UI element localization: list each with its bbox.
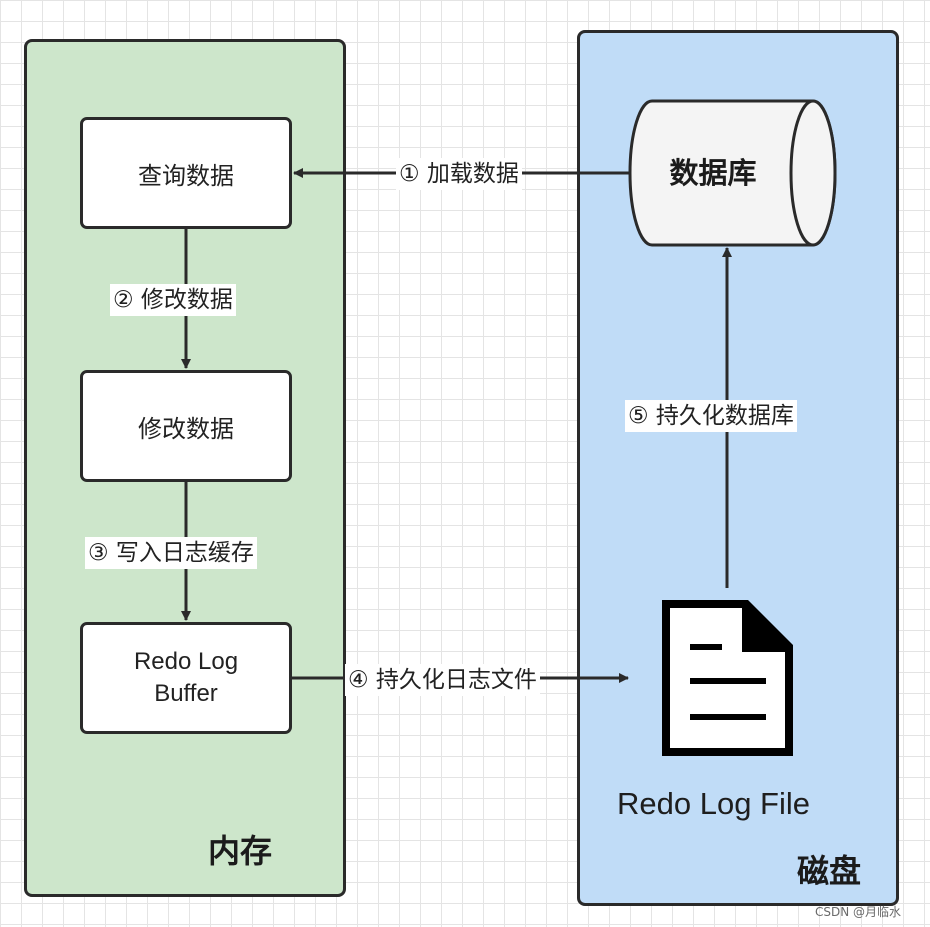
query-data-box: 查询数据 (80, 117, 292, 229)
document-icon (662, 600, 793, 756)
redo-log-buffer-label-line1: Redo Log (133, 648, 239, 675)
step-modify-label: ② 修改数据 (110, 284, 236, 316)
redo-log-buffer-label-line2: Buffer (154, 680, 218, 707)
database-cylinder: 数据库 (628, 99, 837, 247)
memory-panel-title: 内存 (208, 832, 273, 870)
step-persist-log-label: ④ 持久化日志文件 (345, 664, 540, 696)
step-write-cache-label: ③ 写入日志缓存 (85, 537, 257, 569)
modify-data-label: 修改数据 (138, 414, 234, 443)
watermark: CSDN @月临水 (815, 905, 902, 919)
redo-log-file-caption: Redo Log File (617, 786, 811, 821)
modify-data-box: 修改数据 (80, 370, 292, 482)
redo-log-buffer-box: Redo Log Buffer (80, 622, 292, 734)
step-load-label: ① 加载数据 (396, 158, 522, 190)
query-data-label: 查询数据 (138, 161, 234, 190)
disk-panel-title: 磁盘 (797, 852, 862, 890)
database-label: 数据库 (669, 156, 756, 190)
step-persist-db-label: ⑤ 持久化数据库 (625, 400, 797, 432)
